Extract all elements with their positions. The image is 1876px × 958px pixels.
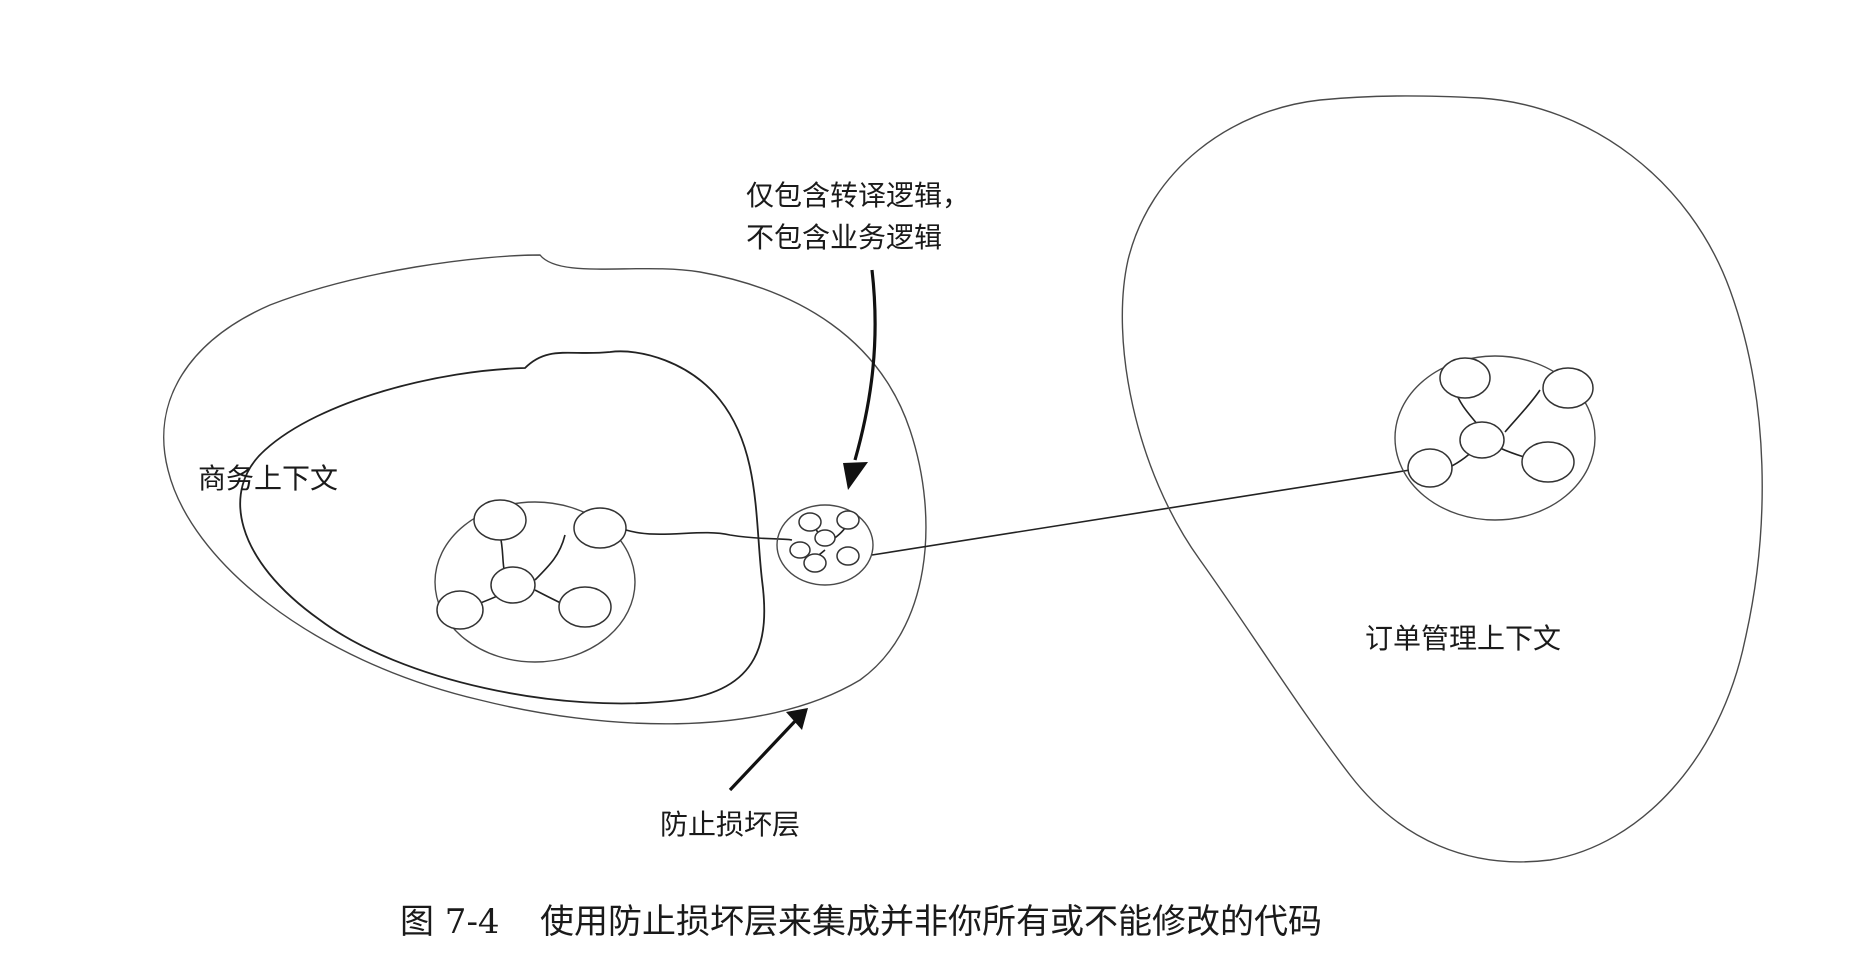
acl-node-3 bbox=[814, 529, 836, 547]
commerce-node-center bbox=[490, 566, 536, 604]
order-context-boundary bbox=[1121, 95, 1763, 863]
acl-node-4 bbox=[789, 541, 811, 559]
acl-to-order-connection bbox=[871, 469, 1411, 556]
acl-node-2 bbox=[836, 510, 860, 530]
acl-note-line-2: 不包含业务逻辑 bbox=[746, 221, 942, 254]
acl-node-5 bbox=[803, 553, 827, 573]
order-node-top-left bbox=[1439, 357, 1491, 399]
commerce-node-top-left bbox=[473, 499, 527, 541]
acl-translator-cluster bbox=[776, 504, 874, 586]
acl-note-line-1: 仅包含转译逻辑， bbox=[746, 179, 970, 212]
figure-caption: 使用防止损坏层来集成并非你所有或不能修改的代码 bbox=[540, 902, 1322, 942]
figure-number: 图 7-4 bbox=[400, 902, 500, 942]
order-context-label: 订单管理上下文 bbox=[1365, 622, 1561, 655]
commerce-node-bottom-left bbox=[436, 590, 484, 630]
order-model-cluster bbox=[1394, 355, 1596, 521]
commerce-link-2 bbox=[534, 534, 566, 581]
acl-node-6 bbox=[836, 546, 860, 566]
order-node-bottom-right bbox=[1521, 441, 1575, 483]
commerce-node-bottom-right bbox=[558, 586, 612, 628]
acl-label: 防止损坏层 bbox=[660, 808, 800, 841]
order-node-bottom-left bbox=[1407, 448, 1453, 488]
acl-note-arrow-head bbox=[843, 462, 868, 490]
anti-corruption-layer-boundary bbox=[239, 350, 766, 705]
commerce-node-top-right bbox=[573, 507, 627, 549]
acl-note-arrow-line bbox=[853, 269, 877, 461]
acl-node-1 bbox=[798, 512, 822, 532]
commerce-model-cluster bbox=[434, 501, 636, 663]
order-node-top-right bbox=[1542, 367, 1594, 409]
acl-label-arrow-head bbox=[786, 708, 808, 730]
order-node-center bbox=[1459, 421, 1505, 459]
commerce-to-acl-connection bbox=[625, 529, 793, 541]
commerce-context-label: 商务上下文 bbox=[198, 462, 338, 495]
order-link-2 bbox=[1504, 389, 1541, 433]
acl-label-arrow-line bbox=[728, 716, 800, 792]
commerce-context-outer-boundary bbox=[163, 254, 927, 725]
